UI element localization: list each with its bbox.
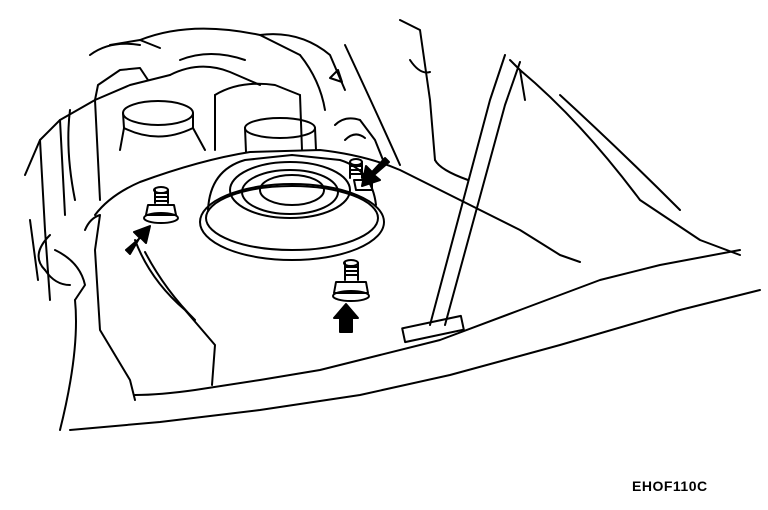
strut-mount-nut-left xyxy=(143,186,179,224)
figure-code-label: EHOF110C xyxy=(632,478,708,494)
small-arrow-icon xyxy=(329,69,343,83)
engine-bay-background xyxy=(24,19,741,301)
callout-arrows xyxy=(125,157,390,333)
strut-tower xyxy=(59,149,761,431)
arrow-icon xyxy=(361,157,390,187)
reservoir-cap-icon xyxy=(119,100,206,151)
support-rod xyxy=(401,54,521,344)
rod-bracket xyxy=(401,314,465,344)
cylinder-cap-icon xyxy=(244,117,317,153)
strut-mount-dome xyxy=(199,154,385,261)
strut-mount-nut-front xyxy=(332,259,370,302)
arrow-icon xyxy=(333,303,359,333)
hook-icon xyxy=(409,59,431,74)
arrow-icon xyxy=(125,225,151,255)
